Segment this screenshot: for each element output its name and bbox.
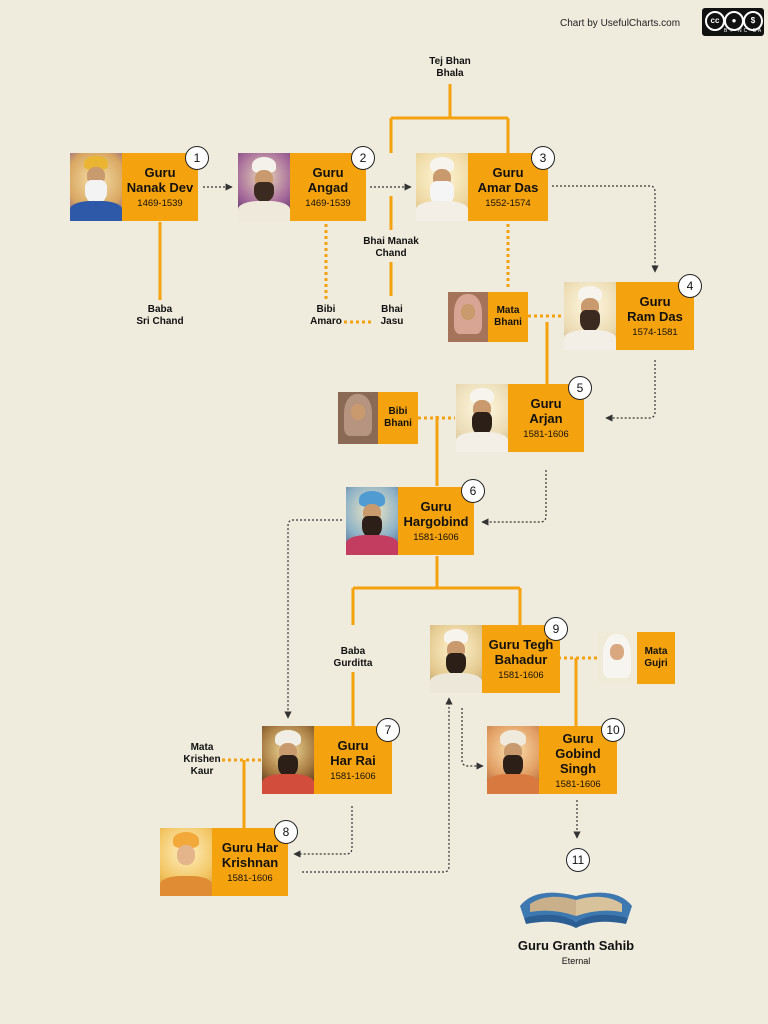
succession-arrows <box>203 183 659 873</box>
guru-2-number-badge: 2 <box>351 146 375 170</box>
family-lines <box>158 84 578 828</box>
guru-9-number-badge: 9 <box>544 617 568 641</box>
marriage-lines <box>222 224 598 762</box>
by-icon: ● <box>724 11 744 31</box>
guru-6-number-badge: 6 <box>461 479 485 503</box>
guru-7-number-badge: 7 <box>376 718 400 742</box>
guru-1-number-badge: 1 <box>185 146 209 170</box>
guru-10-dates: 1581-1606 <box>555 778 601 790</box>
guru-ram-das-portrait <box>564 282 616 350</box>
guru-8-dates: 1581-1606 <box>227 873 273 884</box>
creative-commons-badge: cc ● $ BY NC SA <box>702 8 764 36</box>
nc-icon: $ <box>743 11 763 31</box>
guru-9-dates: 1581-1606 <box>498 670 544 681</box>
guru-amar-das-portrait <box>416 153 468 221</box>
guru-1-dates: 1469-1539 <box>137 198 183 209</box>
guru-4-number-badge: 4 <box>678 274 702 298</box>
guru-granth-sahib-title: Guru Granth Sahib <box>517 938 635 953</box>
guru-2-dates: 1469-1539 <box>305 198 351 209</box>
guru-nanak-portrait <box>70 153 122 221</box>
guru-11-number-badge: 11 <box>566 848 590 872</box>
mata-gujri-portrait <box>597 632 637 684</box>
guru-5-dates: 1581-1606 <box>523 429 569 440</box>
bibi-bhani-portrait <box>338 392 378 444</box>
guru-har-krishnan-portrait <box>160 828 212 896</box>
guru-hargobind-portrait <box>346 487 398 555</box>
chart-credit: Chart by UsefulCharts.com <box>560 18 681 29</box>
guru-har-rai-portrait <box>262 726 314 794</box>
guru-granth-sahib-subtitle: Eternal <box>561 956 591 966</box>
guru-granth-sahib-book-icon <box>520 892 632 928</box>
guru-tegh-bahadur-portrait <box>430 625 482 693</box>
license-tags: BY NC SA <box>724 28 764 34</box>
guru-6-dates: 1581-1606 <box>413 532 459 543</box>
guru-7-dates: 1581-1606 <box>330 771 376 782</box>
guru-3-dates: 1552-1574 <box>485 198 531 209</box>
guru-8-number-badge: 8 <box>274 820 298 844</box>
guru-3-number-badge: 3 <box>531 146 555 170</box>
guru-10-number-badge: 10 <box>601 718 625 742</box>
guru-5-number-badge: 5 <box>568 376 592 400</box>
guru-angad-portrait <box>238 153 290 221</box>
cc-icon: cc <box>705 11 725 31</box>
guru-4-dates: 1574-1581 <box>632 327 678 338</box>
guru-gobind-singh-portrait <box>487 726 539 794</box>
guru-arjan-portrait <box>456 384 508 452</box>
mata-bhani-portrait <box>448 292 488 342</box>
